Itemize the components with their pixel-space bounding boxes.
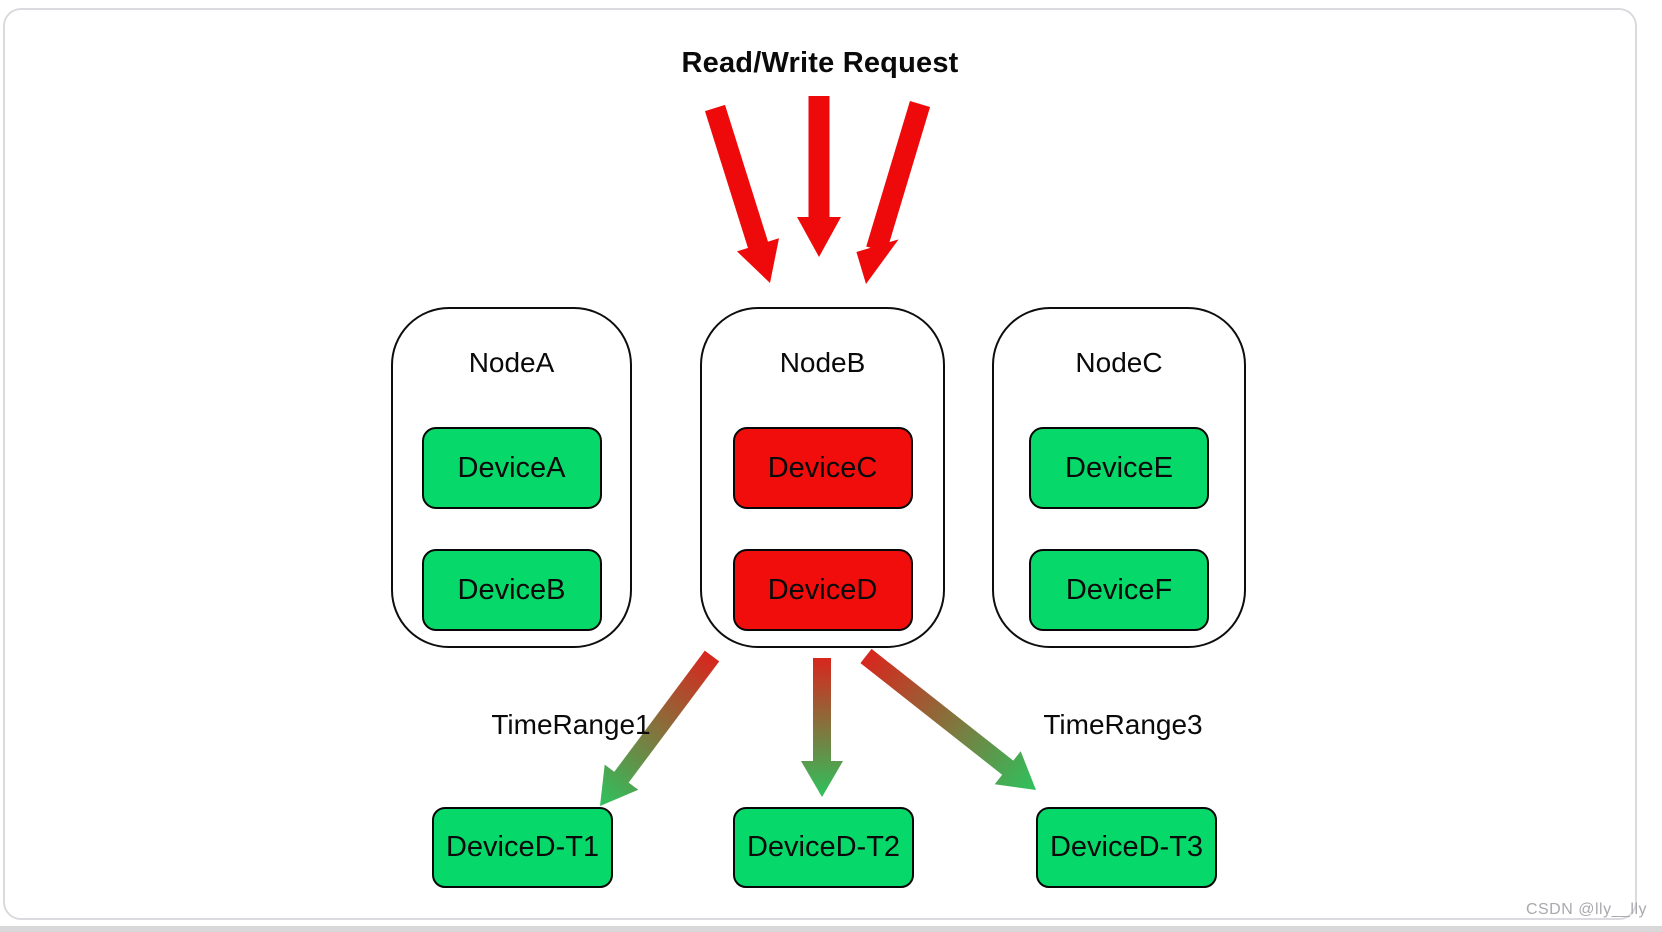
- device-e-label: DeviceE: [1065, 451, 1173, 484]
- device-e: DeviceE: [1029, 427, 1209, 509]
- diagram-title: Read/Write Request: [681, 47, 959, 79]
- bottom-edge-strip: [0, 926, 1662, 932]
- device-a: DeviceA: [421, 427, 602, 509]
- shard-device-d-t1-label: DeviceD-T1: [445, 831, 600, 863]
- shard-device-d-t3-label: DeviceD-T3: [1049, 831, 1204, 863]
- watermark: CSDN @lly__lly: [1525, 901, 1647, 918]
- node-b-label: NodeB: [779, 347, 866, 378]
- node-a-label: NodeA: [468, 347, 555, 378]
- device-c-label: DeviceC: [767, 451, 878, 484]
- device-f-label: DeviceF: [1065, 573, 1173, 606]
- node-c-label: NodeC: [1075, 347, 1163, 378]
- shard-device-d-t2: DeviceD-T2: [733, 807, 914, 888]
- device-c: DeviceC: [732, 427, 913, 509]
- device-a-label: DeviceA: [457, 451, 566, 484]
- node-a: NodeA DeviceA DeviceB: [391, 307, 632, 648]
- node-c: NodeC DeviceE DeviceF: [992, 307, 1246, 648]
- device-d-label: DeviceD: [767, 573, 878, 606]
- device-d: DeviceD: [732, 549, 913, 631]
- device-f: DeviceF: [1029, 549, 1209, 631]
- device-b: DeviceB: [421, 549, 602, 631]
- shard-device-d-t1: DeviceD-T1: [432, 807, 613, 888]
- node-b: NodeB DeviceC DeviceD: [700, 307, 945, 648]
- timerange3-label: TimeRange3: [1043, 709, 1203, 740]
- shard-device-d-t2-label: DeviceD-T2: [746, 831, 901, 863]
- device-b-label: DeviceB: [457, 573, 566, 606]
- timerange1-label: TimeRange1: [491, 709, 651, 740]
- shard-device-d-t3: DeviceD-T3: [1036, 807, 1217, 888]
